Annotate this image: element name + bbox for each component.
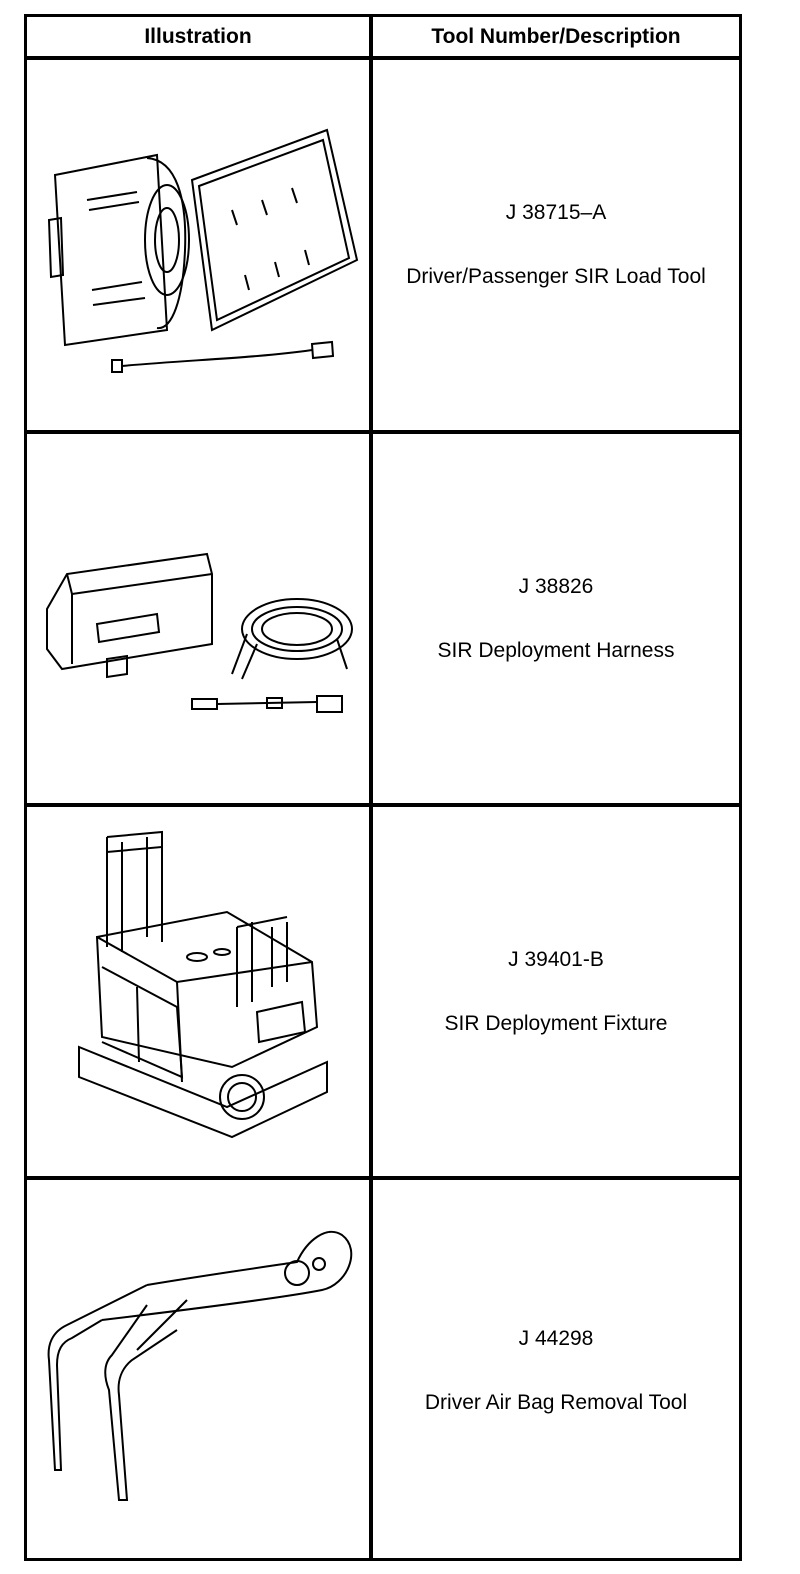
- tool-number: J 44298: [518, 1326, 594, 1350]
- sir-deployment-harness-illustration: [27, 434, 369, 803]
- tool-description: SIR Deployment Harness: [437, 638, 675, 662]
- tool-table: Illustration Tool Number/Description J 3…: [24, 14, 742, 1561]
- sir-load-tool-case-illustration: [27, 60, 369, 430]
- air-bag-removal-tool-illustration: [27, 1180, 369, 1561]
- tool-cell-row-3: J 39401-B SIR Deployment Fixture: [373, 807, 739, 1176]
- row-divider: [27, 803, 739, 807]
- row-divider: [27, 430, 739, 434]
- sir-deployment-fixture-illustration: [27, 807, 369, 1176]
- tool-cell-row-1: J 38715–A Driver/Passenger SIR Load Tool: [373, 60, 739, 430]
- column-divider: [369, 17, 373, 1558]
- tool-description: SIR Deployment Fixture: [444, 1011, 668, 1035]
- tool-cell-row-4: J 44298 Driver Air Bag Removal Tool: [373, 1180, 739, 1561]
- tool-number: J 38826: [518, 574, 594, 598]
- header-illustration: Illustration: [144, 24, 252, 48]
- header-tool-number-description: Tool Number/Description: [431, 24, 681, 48]
- tool-number: J 39401-B: [508, 947, 604, 971]
- row-divider: [27, 1176, 739, 1180]
- tool-number: J 38715–A: [505, 201, 607, 224]
- tool-description: Driver Air Bag Removal Tool: [424, 1390, 688, 1414]
- tool-description: Driver/Passenger SIR Load Tool: [406, 265, 706, 288]
- tool-cell-row-2: J 38826 SIR Deployment Harness: [373, 434, 739, 803]
- header-divider: [27, 56, 739, 60]
